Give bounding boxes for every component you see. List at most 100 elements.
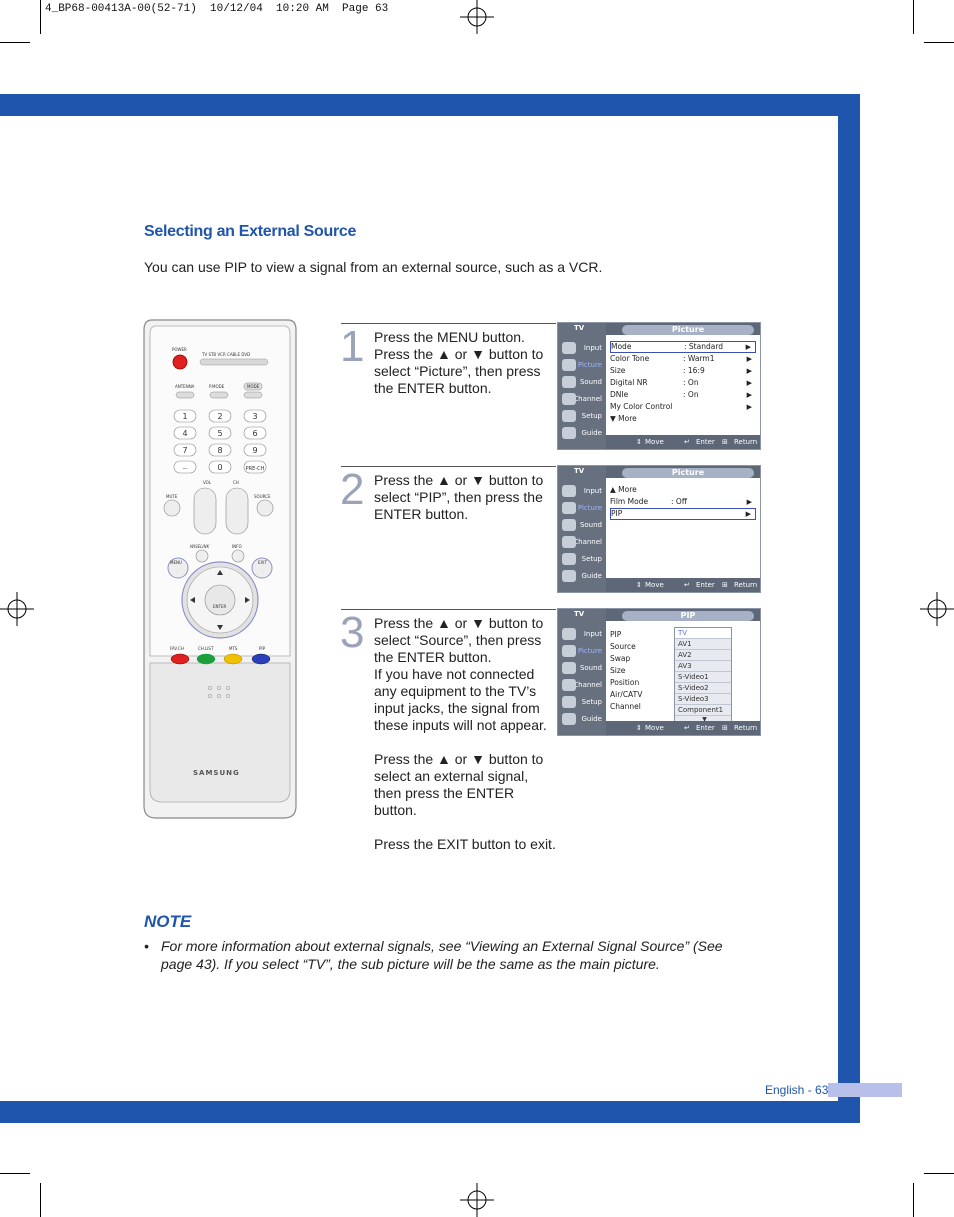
osd-nav-guide: Guide bbox=[560, 569, 604, 583]
registration-mark-icon bbox=[0, 592, 34, 626]
osd-nav-input: Input bbox=[560, 484, 604, 498]
enter-icon: ↵ bbox=[684, 438, 690, 446]
osd-nav-channel: Channel bbox=[560, 535, 604, 549]
return-icon: ⊞ bbox=[722, 581, 728, 589]
setup-icon bbox=[562, 410, 576, 422]
crop-mark bbox=[0, 42, 30, 43]
digit-key bbox=[208, 443, 232, 457]
chlist-label: CH.LIST bbox=[198, 646, 214, 651]
move-icon: ⇕ bbox=[636, 438, 642, 446]
intro-text: You can use PIP to view a signal from an… bbox=[144, 259, 603, 275]
source-option: S-Video3 bbox=[675, 694, 731, 705]
digit-label: 3 bbox=[252, 412, 257, 421]
guide-icon bbox=[562, 570, 576, 582]
digit-key bbox=[243, 426, 267, 440]
crop-mark bbox=[40, 0, 41, 34]
digit-label: 0 bbox=[217, 463, 222, 472]
source-option-list: TV AV1 AV2 AV3 S-Video1 S-Video2 S-Video… bbox=[674, 627, 732, 725]
osd-nav-channel: Channel bbox=[560, 678, 604, 692]
osd-footer: ⇕Move ↵Enter ⊞Return bbox=[606, 578, 760, 592]
registration-mark-icon bbox=[460, 0, 494, 34]
osd-nav-sound: Sound bbox=[560, 661, 604, 675]
osd-nav-input: Input bbox=[560, 627, 604, 641]
osd-row: Color Tone: Warm1▶ bbox=[610, 354, 752, 363]
side-band bbox=[838, 94, 860, 1122]
osd-nav-picture: Picture bbox=[560, 358, 604, 372]
mts-label: MTS bbox=[229, 646, 238, 651]
digit-key bbox=[208, 426, 232, 440]
source-option: S-Video1 bbox=[675, 672, 731, 683]
channel-icon bbox=[562, 393, 576, 405]
exit-label: EXIT bbox=[258, 560, 267, 565]
digit-label: 4 bbox=[182, 429, 187, 438]
step-line: Press the ▲ or ▼ button to select an ext… bbox=[374, 751, 544, 818]
registration-mark-icon bbox=[920, 592, 954, 626]
osd-screen-pip: TV PIP Input Picture Sound Channel Setup… bbox=[557, 608, 761, 736]
digit-label: 6 bbox=[252, 429, 257, 438]
crop-mark bbox=[40, 1183, 41, 1217]
osd-row: PIP bbox=[610, 630, 622, 639]
page-tab bbox=[828, 1083, 902, 1097]
digit-key bbox=[173, 443, 197, 457]
step-number: 1 bbox=[340, 322, 365, 371]
guide-icon bbox=[562, 427, 576, 439]
power-label: POWER bbox=[172, 347, 187, 352]
osd-screen-picture: TV Picture Input Picture Sound Channel S… bbox=[557, 322, 761, 450]
dash-label: — bbox=[183, 466, 188, 472]
digit-key bbox=[173, 460, 197, 474]
source-option: S-Video2 bbox=[675, 683, 731, 694]
osd-row: Digital NR: On▶ bbox=[610, 378, 752, 387]
step-divider bbox=[341, 323, 556, 324]
osd-row: My Color Control▶ bbox=[610, 402, 752, 411]
digit-key bbox=[208, 460, 232, 474]
enter-icon: ↵ bbox=[684, 724, 690, 732]
osd-row: DNIe: On▶ bbox=[610, 390, 752, 399]
crop-mark bbox=[924, 42, 954, 43]
digit-label: 2 bbox=[217, 412, 222, 421]
return-icon: ⊞ bbox=[722, 438, 728, 446]
digit-key bbox=[243, 443, 267, 457]
source-option: Component1 bbox=[675, 705, 731, 716]
return-icon: ⊞ bbox=[722, 724, 728, 732]
osd-title: Picture bbox=[622, 468, 754, 478]
digit-label: 1 bbox=[182, 412, 187, 421]
input-icon bbox=[562, 485, 576, 497]
osd-tv-label: TV bbox=[574, 324, 585, 332]
mode-label: MODE bbox=[247, 384, 260, 389]
step-line: Press the ▲ or ▼ button to select “PIP”,… bbox=[374, 472, 544, 522]
picture-icon bbox=[562, 502, 576, 514]
step-divider bbox=[341, 466, 556, 467]
registration-mark-icon bbox=[460, 1183, 494, 1217]
osd-nav-guide: Guide bbox=[560, 426, 604, 440]
osd-row: Position bbox=[610, 678, 640, 687]
page-number: English - 63 bbox=[765, 1083, 829, 1097]
digit-label: 8 bbox=[217, 446, 222, 455]
setup-icon bbox=[562, 696, 576, 708]
print-header: 4_BP68-00413A-00(52-71) 10/12/04 10:20 A… bbox=[45, 3, 389, 15]
source-option: TV bbox=[675, 628, 731, 639]
step-line: If you have not connected any equipment … bbox=[374, 666, 547, 733]
osd-row: Size bbox=[610, 666, 626, 675]
crop-mark bbox=[0, 1173, 30, 1174]
picture-icon bbox=[562, 359, 576, 371]
osd-row: Air/CATV bbox=[610, 690, 643, 699]
step-line: Press the ▲ or ▼ button to select “Pictu… bbox=[374, 346, 544, 396]
footer-band bbox=[0, 1101, 860, 1123]
power-button bbox=[172, 354, 188, 370]
osd-row: ▼ More bbox=[610, 414, 637, 423]
osd-nav-sound: Sound bbox=[560, 375, 604, 389]
mute-label: MUTE bbox=[166, 494, 178, 499]
digit-label: 9 bbox=[252, 446, 257, 455]
info-label: INFO bbox=[232, 544, 242, 549]
digit-label: 5 bbox=[217, 429, 222, 438]
osd-row: Swap bbox=[610, 654, 631, 663]
brand-logo: SAMSUNG bbox=[193, 769, 240, 777]
prech-label: PRE-CH bbox=[246, 466, 265, 472]
setup-icon bbox=[562, 553, 576, 565]
mode-labels: TV STB VCR CABLE DVD bbox=[201, 352, 250, 357]
crop-mark bbox=[913, 1183, 914, 1217]
step-divider bbox=[341, 609, 556, 610]
move-icon: ⇕ bbox=[636, 581, 642, 589]
input-icon bbox=[562, 342, 576, 354]
osd-nav-guide: Guide bbox=[560, 712, 604, 726]
